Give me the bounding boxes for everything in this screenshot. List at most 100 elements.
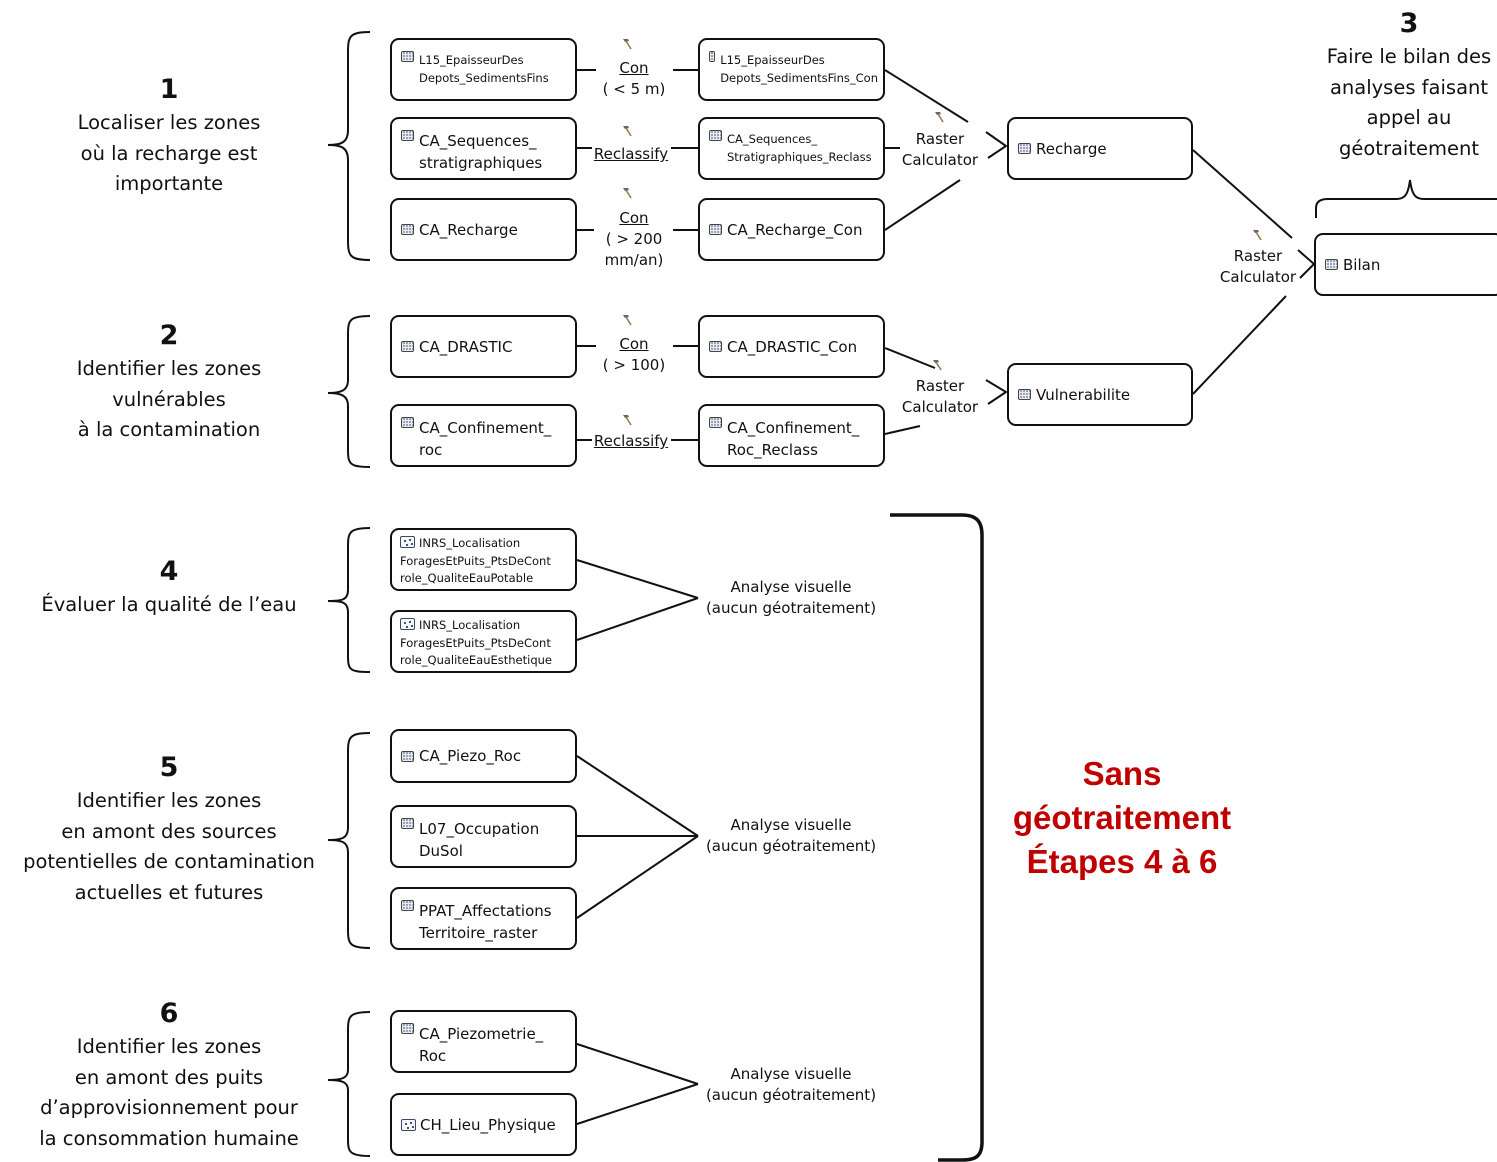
step-text: analyses faisant bbox=[1329, 75, 1489, 99]
note-line: géotraitement bbox=[1012, 799, 1232, 836]
layer-box-recharge-con[interactable]: CA_Recharge_Con bbox=[698, 198, 885, 261]
layer-box-drastic-con[interactable]: CA_DRASTIC_Con bbox=[698, 315, 885, 378]
layer-box-sequences[interactable]: CA_Sequences_ stratigraphiques bbox=[390, 117, 577, 180]
raster-icon bbox=[401, 341, 414, 352]
step-4-label: 4 Évaluer la qualité de l’eau bbox=[20, 554, 318, 621]
layer-box-inrs-potable[interactable]: INRS_Localisation ForagesEtPuits_PtsDeCo… bbox=[390, 528, 577, 591]
step-text: Identifier les zones bbox=[76, 1035, 262, 1058]
step-3-label: 3 Faire le bilan des analyses faisant ap… bbox=[1307, 6, 1497, 164]
layer-label: CA_Piezo_Roc bbox=[419, 747, 522, 765]
step-text: en amont des sources bbox=[61, 819, 277, 843]
layer-box-drastic[interactable]: CA_DRASTIC bbox=[390, 315, 577, 378]
layer-label: CA_DRASTIC_Con bbox=[727, 337, 858, 356]
raster-icon bbox=[401, 1023, 414, 1034]
raster-icon bbox=[401, 750, 414, 762]
raster-icon bbox=[709, 417, 722, 428]
step-1-label: 1 Localiser les zones où la recharge est… bbox=[40, 72, 298, 200]
layer-box-epaisseur-con[interactable]: L15_EpaisseurDes Depots_SedimentsFins_Co… bbox=[698, 38, 885, 101]
tool-param: ( > 100) bbox=[602, 356, 666, 374]
layer-label: CA_Recharge_Con bbox=[727, 220, 863, 239]
layer-box-piezo-roc[interactable]: CA_Piezo_Roc bbox=[390, 729, 577, 783]
tool-reclassify-2[interactable]: Reclassify bbox=[588, 431, 674, 452]
hammer-icon bbox=[933, 360, 942, 371]
layer-box-recharge-input[interactable]: CA_Recharge bbox=[390, 198, 577, 261]
hammer-icon bbox=[623, 315, 632, 326]
layer-label: Recharge bbox=[1036, 139, 1107, 158]
point-icon bbox=[401, 1118, 416, 1131]
step-text: Identifier les zones bbox=[76, 357, 262, 380]
step-5-label: 5 Identifier les zones en amont des sour… bbox=[4, 750, 334, 908]
layer-box-piezometrie[interactable]: CA_Piezometrie_ Roc bbox=[390, 1010, 577, 1073]
hammer-icon bbox=[1253, 230, 1262, 241]
hammer-icon bbox=[623, 188, 632, 199]
analysis-line: (aucun géotraitement) bbox=[705, 837, 877, 855]
analysis-line: Analyse visuelle bbox=[730, 578, 852, 596]
layer-box-inrs-esthetique[interactable]: INRS_Localisation ForagesEtPuits_PtsDeCo… bbox=[390, 610, 577, 673]
brace-step-1 bbox=[327, 31, 371, 261]
tool-raster-calculator-2[interactable]: Raster Calculator bbox=[901, 377, 979, 416]
tool-name: Reclassify bbox=[593, 432, 669, 450]
layer-box-epaisseur[interactable]: L15_EpaisseurDes Depots_SedimentsFins bbox=[390, 38, 577, 101]
layer-box-recharge[interactable]: Recharge bbox=[1007, 117, 1193, 180]
tool-name: Reclassify bbox=[593, 145, 669, 163]
raster-icon bbox=[401, 900, 414, 911]
analyse-visuelle-4: Analyse visuelle (aucun géotraitement) bbox=[700, 577, 882, 619]
step-text: où la recharge est bbox=[80, 141, 258, 165]
raster-icon bbox=[709, 341, 722, 352]
layer-label: INRS_Localisation ForagesEtPuits_PtsDeCo… bbox=[400, 536, 551, 585]
layer-label: PPAT_Affectations Territoire_raster bbox=[419, 902, 552, 942]
step-text: appel au bbox=[1366, 106, 1452, 129]
point-icon bbox=[400, 536, 415, 548]
hammer-icon bbox=[623, 39, 632, 50]
step-number: 6 bbox=[159, 998, 179, 1029]
raster-icon bbox=[709, 130, 722, 141]
layer-box-occupation[interactable]: L07_Occupation DuSol bbox=[390, 805, 577, 868]
layer-box-bilan[interactable]: Bilan bbox=[1314, 233, 1497, 296]
note-line: Sans bbox=[1082, 755, 1162, 792]
layer-label: CA_DRASTIC bbox=[419, 337, 513, 356]
layer-label: CA_Confinement_ roc bbox=[419, 419, 552, 459]
analysis-line: Analyse visuelle bbox=[730, 816, 852, 834]
point-icon bbox=[400, 618, 415, 630]
analyse-visuelle-5: Analyse visuelle (aucun géotraitement) bbox=[700, 815, 882, 857]
raster-icon bbox=[1018, 389, 1031, 400]
layer-box-confinement[interactable]: CA_Confinement_ roc bbox=[390, 404, 577, 467]
layer-label: CA_Recharge bbox=[419, 220, 518, 239]
raster-icon bbox=[401, 818, 414, 829]
tool-con-3[interactable]: Con ( > 100) bbox=[594, 334, 674, 376]
analysis-line: (aucun géotraitement) bbox=[705, 599, 877, 617]
step-number: 2 bbox=[159, 320, 179, 351]
layer-label: CH_Lieu_Physique bbox=[420, 1115, 556, 1134]
step-text: actuelles et futures bbox=[74, 880, 264, 904]
step-text: la consommation humaine bbox=[39, 1126, 299, 1150]
step-text: Évaluer la qualité de l’eau bbox=[41, 593, 297, 616]
layer-label: CA_Sequences_ stratigraphiques bbox=[419, 132, 543, 172]
raster-icon bbox=[709, 51, 716, 62]
tool-con-1[interactable]: Con ( < 5 m) bbox=[594, 58, 674, 100]
note-line: Étapes 4 à 6 bbox=[1026, 843, 1218, 880]
layer-box-ppat[interactable]: PPAT_Affectations Territoire_raster bbox=[390, 887, 577, 950]
analysis-line: (aucun géotraitement) bbox=[705, 1086, 877, 1104]
step-text: à la contamination bbox=[77, 418, 261, 441]
layer-box-sequences-reclass[interactable]: CA_Sequences_ Stratigraphiques_Reclass bbox=[698, 117, 885, 180]
tool-raster-calculator-3[interactable]: Raster Calculator bbox=[1219, 247, 1297, 286]
step-2-label: 2 Identifier les zones vulnérables à la … bbox=[40, 318, 298, 446]
step-text: géotraitement bbox=[1339, 136, 1479, 160]
step-text: potentielles de contamination bbox=[23, 850, 315, 873]
layer-label: INRS_Localisation ForagesEtPuits_PtsDeCo… bbox=[400, 618, 552, 667]
step-text: d’approvisionnement pour bbox=[40, 1096, 298, 1119]
raster-icon bbox=[401, 417, 414, 428]
layer-box-vulnerabilite[interactable]: Vulnerabilite bbox=[1007, 363, 1193, 426]
tool-param: ( < 5 m) bbox=[602, 80, 666, 98]
brace-step-6 bbox=[327, 1011, 371, 1157]
tool-con-2[interactable]: Con ( > 200 mm/an) bbox=[594, 208, 674, 271]
step-text: Faire le bilan des bbox=[1326, 45, 1492, 68]
tool-raster-calculator-1[interactable]: Raster Calculator bbox=[901, 130, 979, 169]
sans-geotraitement-note: Sans géotraitement Étapes 4 à 6 bbox=[990, 752, 1254, 884]
layer-box-confinement-reclass[interactable]: CA_Confinement_ Roc_Reclass bbox=[698, 404, 885, 467]
raster-icon bbox=[1325, 259, 1338, 270]
layer-label: L07_Occupation DuSol bbox=[419, 820, 540, 860]
tool-reclassify-1[interactable]: Reclassify bbox=[588, 144, 674, 165]
layer-label-wrap: INRS_Localisation ForagesEtPuits_PtsDeCo… bbox=[400, 617, 552, 670]
layer-box-ch-lieu[interactable]: CH_Lieu_Physique bbox=[390, 1093, 577, 1156]
